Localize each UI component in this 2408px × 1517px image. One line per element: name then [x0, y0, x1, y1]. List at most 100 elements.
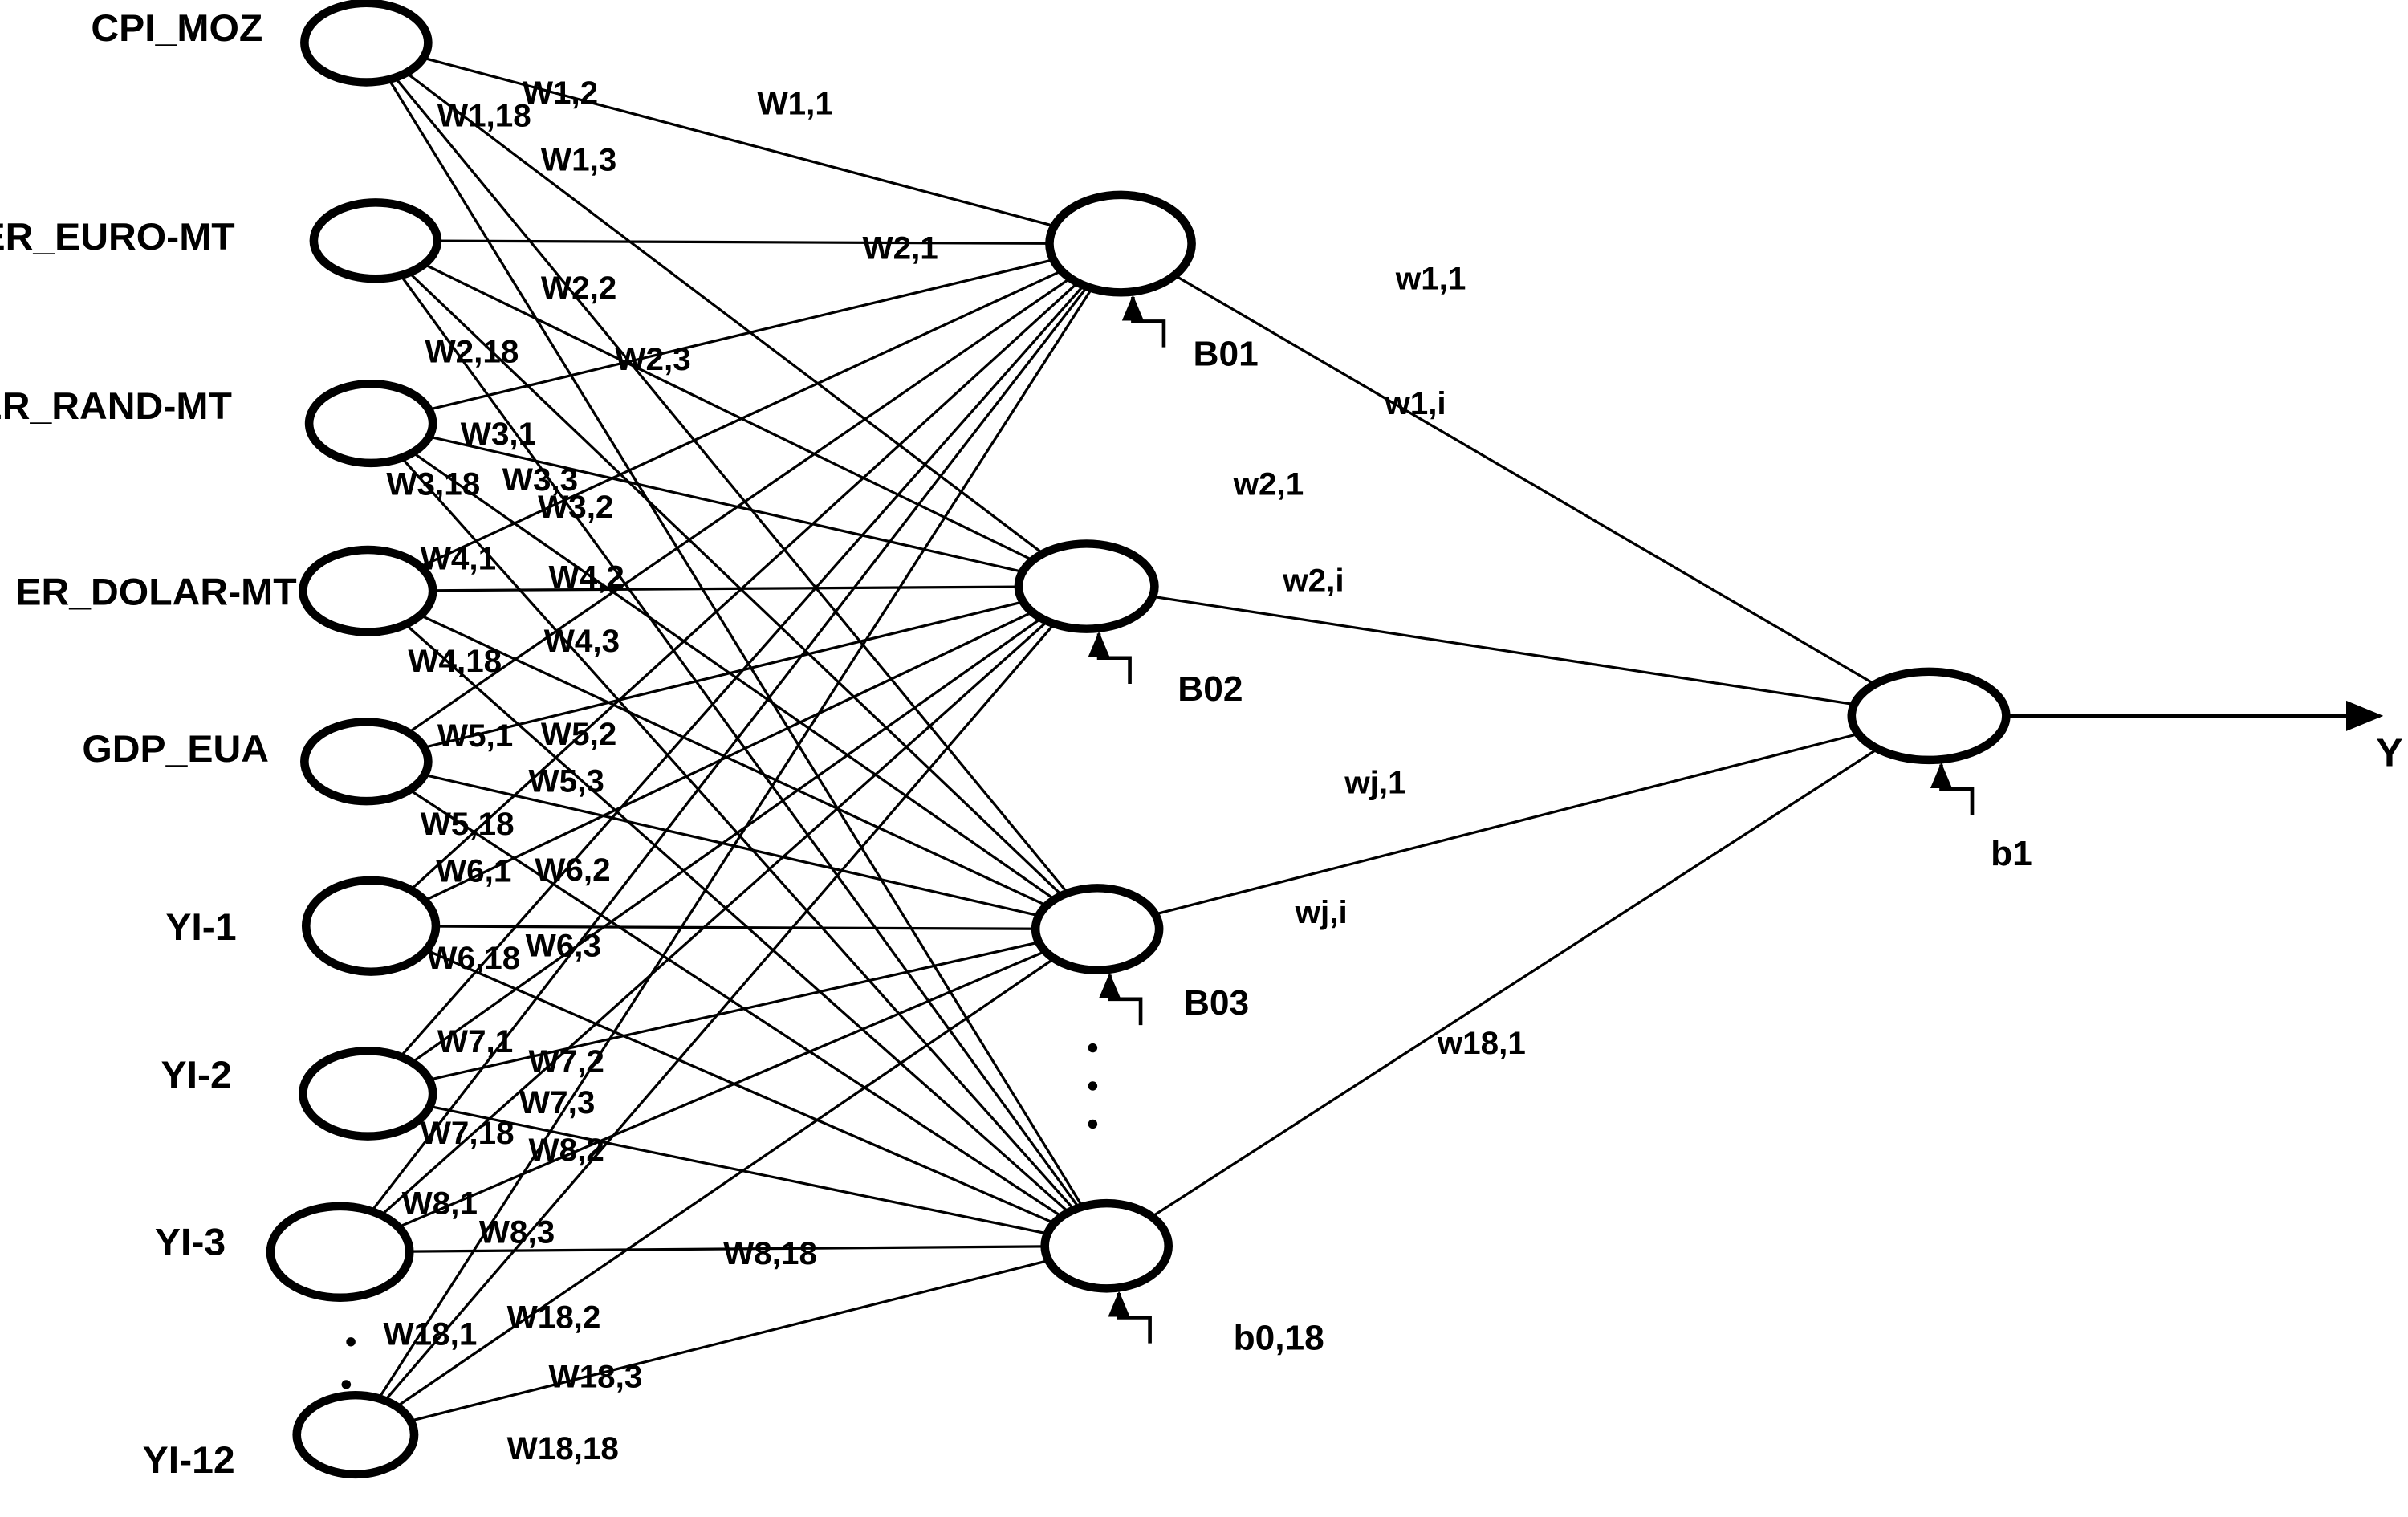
bias-label-hidden-4: b0,18: [1234, 1319, 1324, 1358]
bias-label-hidden-2: B02: [1178, 669, 1243, 709]
weight-label-w8-3: W8,3: [479, 1214, 555, 1251]
weight-label-w6-3: W6,3: [526, 928, 601, 964]
weight-label-w18-3: W18,3: [549, 1359, 643, 1395]
weight-label-w6-2: W6,2: [535, 852, 610, 888]
node-hidden-3: [1031, 884, 1164, 974]
label-input-yi-3: YI-3: [155, 1222, 226, 1264]
weight-label-w4-18: W4,18: [408, 643, 502, 679]
edge-input-gdp-eua-hidden-1: [365, 242, 1121, 763]
edge-input-yi-2-hidden-1: [367, 242, 1122, 1095]
edge-input-yi-12-hidden-1: [354, 242, 1122, 1436]
node-input-yi-3: [266, 1202, 414, 1302]
weight-label-w4-1: W4,1: [421, 541, 496, 577]
weight-label-w2-i: w2,i: [1282, 563, 1344, 599]
weight-label-w1-3: W1,3: [541, 142, 616, 178]
weight-label-wj-1: wj,1: [1344, 765, 1405, 801]
weight-label-w1-18: W1,18: [437, 98, 531, 134]
node-input-er-euro-mt: [309, 198, 442, 283]
edges-layer: [339, 41, 1930, 1437]
edge-input-yi-3-hidden-1: [339, 242, 1122, 1253]
label-input-er-euro-mt: ER_EURO-MT: [0, 217, 235, 259]
node-hidden-1: [1045, 190, 1196, 297]
weight-label-w5-18: W5,18: [421, 806, 515, 842]
label-input-er-dolar-mt: ER_DOLAR-MT: [15, 571, 296, 614]
bias-arrow-hidden-4: [1108, 1291, 1152, 1344]
weight-label-w3-3: W3,3: [502, 462, 578, 498]
edge-input-er-euro-mt-hidden-3: [374, 239, 1099, 930]
edge-input-cpi-moz-hidden-3: [365, 42, 1099, 930]
edge-input-yi-2-hidden-2: [367, 585, 1088, 1095]
edge-input-yi-1-hidden-2: [370, 585, 1088, 928]
bias-label-hidden-3: B03: [1184, 983, 1249, 1023]
node-input-er-dolar-mt: [299, 545, 437, 636]
edge-input-yi-1-hidden-3: [371, 925, 1098, 931]
node-input-cpi-moz: [300, 0, 433, 87]
ellipsis-dot-1: [1088, 1081, 1098, 1091]
node-output-1: [1847, 667, 2011, 765]
weight-label-w18-1: w18,1: [1437, 1025, 1526, 1061]
edge-input-er-rand-mt-hidden-1: [370, 242, 1121, 425]
weight-label-w5-3: W5,3: [529, 763, 604, 799]
weight-label-w3-2: W3,2: [538, 489, 613, 525]
weight-label-w4-2: W4,2: [549, 559, 624, 596]
edge-input-gdp-eua-hidden-3: [365, 760, 1098, 931]
edge-hidden-4-output-1: [1105, 714, 1930, 1247]
weight-label-w1-2: W1,2: [523, 75, 598, 111]
weight-label-w2-1: w2,1: [1233, 466, 1304, 502]
weight-label-w2-18: W2,18: [425, 334, 519, 370]
weight-label-wj-i: wj,i: [1295, 894, 1348, 930]
edge-input-yi-3-hidden-4: [340, 1244, 1107, 1254]
label-input-cpi-moz: CPI_MOZ: [91, 8, 262, 51]
bias-arrow-output-1: [1930, 762, 1975, 815]
edge-input-er-rand-mt-hidden-4: [369, 422, 1108, 1247]
nodes-layer: [266, 0, 2011, 1479]
edge-input-er-euro-mt-hidden-4: [374, 239, 1108, 1247]
label-input-yi-2: YI-2: [161, 1054, 232, 1096]
edge-hidden-3-output-1: [1096, 714, 1930, 931]
edge-input-er-rand-mt-hidden-2: [370, 421, 1088, 588]
ellipsis-dot-0: [1088, 1043, 1098, 1053]
weight-label-w2-3: W2,3: [615, 341, 690, 377]
weight-label-w2-2: W2,2: [541, 270, 616, 306]
bias-arrow-hidden-1: [1121, 295, 1166, 348]
ellipsis-dot-2: [1088, 1119, 1098, 1129]
edge-input-cpi-moz-hidden-2: [365, 41, 1088, 588]
edge-input-er-dolar-mt-hidden-3: [367, 589, 1098, 930]
weight-label-w2-1: W2,1: [862, 230, 938, 266]
node-input-yi-12: [292, 1390, 419, 1479]
edge-input-yi-1-hidden-4: [370, 925, 1108, 1247]
edge-input-er-dolar-mt-hidden-1: [367, 242, 1121, 592]
label-input-er-rand-mt: ER_RAND-MT: [0, 385, 232, 428]
weight-label-w8-18: W8,18: [723, 1235, 817, 1271]
edge-input-cpi-moz-hidden-1: [365, 41, 1121, 246]
weight-label-w7-1: W7,1: [437, 1023, 513, 1059]
edge-hidden-1-output-1: [1120, 242, 1930, 718]
weight-label-w5-1: W5,1: [437, 718, 513, 754]
node-input-yi-1: [301, 876, 441, 976]
label-input-yi-12: YI-12: [143, 1439, 235, 1482]
edge-input-yi-12-hidden-3: [354, 928, 1099, 1436]
bias-arrow-hidden-3: [1098, 972, 1143, 1026]
weight-label-w18-1: W18,1: [384, 1316, 478, 1352]
edge-input-er-dolar-mt-hidden-4: [367, 590, 1108, 1247]
bias-label-hidden-1: B01: [1194, 335, 1259, 374]
weight-label-w5-2: W5,2: [541, 716, 616, 752]
ellipsis-dot-4: [341, 1380, 352, 1389]
bias-arrow-hidden-2: [1088, 631, 1132, 685]
weight-label-w4-3: W4,3: [544, 623, 620, 659]
edge-hidden-2-output-1: [1086, 584, 1930, 718]
label-input-yi-1: YI-1: [165, 906, 236, 949]
edge-input-er-dolar-mt-hidden-2: [368, 584, 1087, 592]
edge-input-er-euro-mt-hidden-1: [375, 239, 1121, 246]
weight-label-w6-1: W6,1: [436, 853, 511, 889]
weight-label-w7-3: W7,3: [519, 1084, 595, 1120]
bias-label-output-1: b1: [1991, 834, 2032, 873]
edge-input-yi-12-hidden-2: [354, 585, 1088, 1436]
weight-label-w8-1: W8,1: [402, 1186, 478, 1222]
weight-label-w1-1: W1,1: [758, 86, 833, 122]
output-signal-label: Y: [2376, 730, 2402, 775]
edge-input-gdp-eua-hidden-2: [365, 585, 1088, 763]
edge-input-er-rand-mt-hidden-3: [370, 422, 1099, 930]
